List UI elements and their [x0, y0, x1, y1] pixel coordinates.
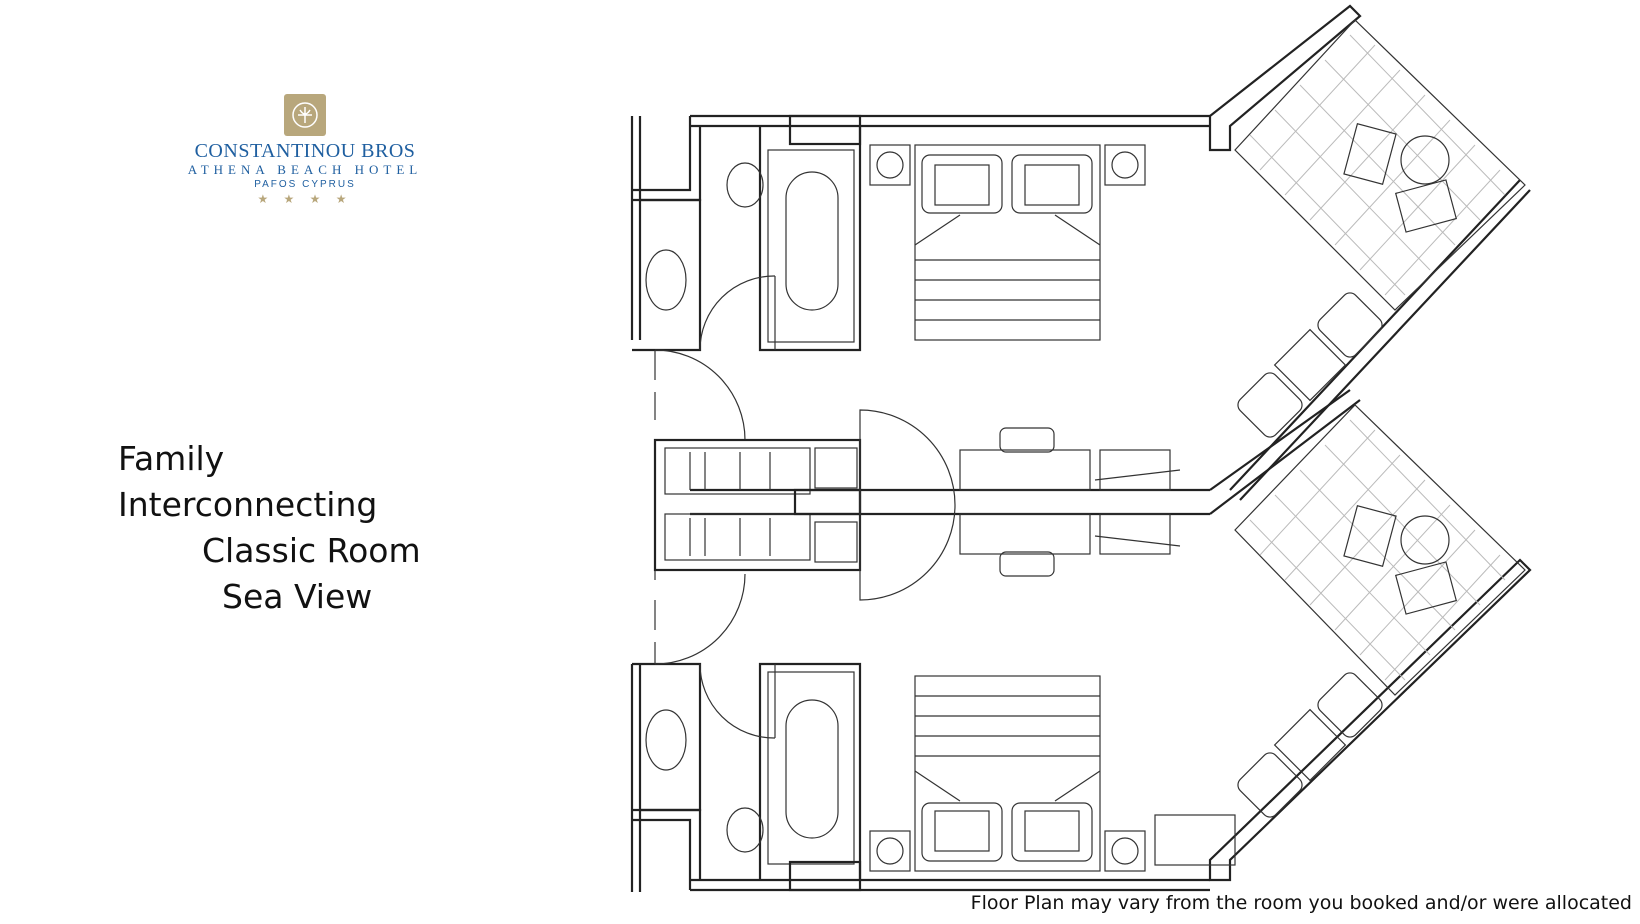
balcony-top: [1234, 19, 1526, 311]
logo-stars: ★ ★ ★ ★: [257, 192, 353, 206]
room-title: Family Interconnecting Classic Room Sea …: [100, 436, 490, 620]
bed-bottom: [869, 675, 1236, 872]
room-title-line-2: Classic Room: [202, 531, 421, 570]
logo-location: PAFOS CYPRUS: [254, 179, 356, 190]
floor-plan-disclaimer: Floor Plan may vary from the room you bo…: [970, 892, 1632, 914]
desks: [959, 427, 1181, 577]
bed-top: [869, 144, 1146, 341]
entry-area: [653, 349, 956, 665]
logo-subtitle: ATHENA BEACH HOTEL: [187, 162, 423, 177]
hotel-logo: CONSTANTINOU BROS ATHENA BEACH HOTEL PAF…: [175, 94, 435, 206]
balcony-bottom: [1234, 404, 1526, 696]
room-title-line-1: Family Interconnecting: [118, 439, 378, 524]
lounge-chairs: [1237, 292, 1383, 818]
bathroom-top: [632, 114, 862, 352]
bathroom-bottom: [632, 662, 862, 892]
logo-name: CONSTANTINOU BROS: [194, 140, 416, 162]
room-title-line-3: Sea View: [222, 577, 373, 616]
logo-emblem-icon: [284, 94, 326, 136]
